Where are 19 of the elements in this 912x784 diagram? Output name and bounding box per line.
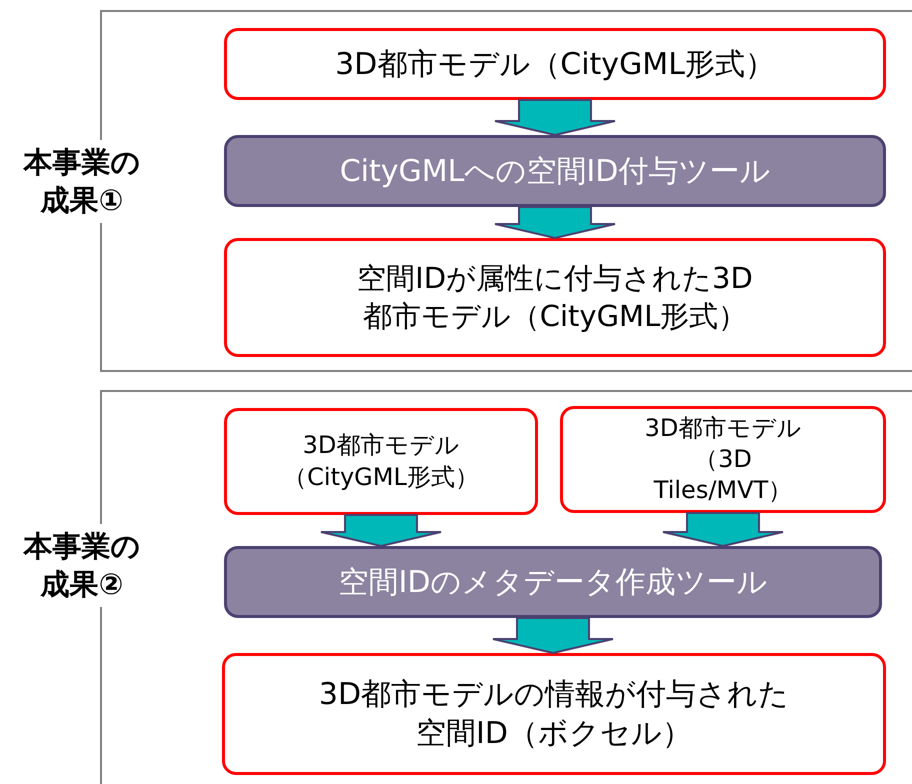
data-box xyxy=(224,238,886,357)
tool-box xyxy=(224,135,886,207)
block-arrow xyxy=(492,617,614,654)
data-box xyxy=(560,406,886,513)
box-text: 空間IDが属性に付与された3D都市モデル（CityGML形式） xyxy=(356,260,754,334)
box-text: 3D都市モデル（CityGML形式） xyxy=(282,430,480,492)
block-arrow xyxy=(320,514,442,548)
data-box xyxy=(224,28,886,100)
data-box xyxy=(222,653,886,775)
block-arrow xyxy=(494,206,616,240)
box-text: 3D都市モデル（CityGML形式） xyxy=(335,46,775,84)
tool-box xyxy=(224,546,882,618)
box-text: 空間IDのメタデータ作成ツール xyxy=(338,564,768,602)
data-box xyxy=(224,408,538,515)
block-arrow xyxy=(662,512,784,548)
block-arrow xyxy=(494,99,616,136)
box-text: CityGMLへの空間ID付与ツール xyxy=(340,152,770,190)
box-text: 3D都市モデル（3D Tiles/MVT） xyxy=(644,412,802,506)
box-text: 3D都市モデルの情報が付与された空間ID（ボクセル） xyxy=(318,676,790,753)
